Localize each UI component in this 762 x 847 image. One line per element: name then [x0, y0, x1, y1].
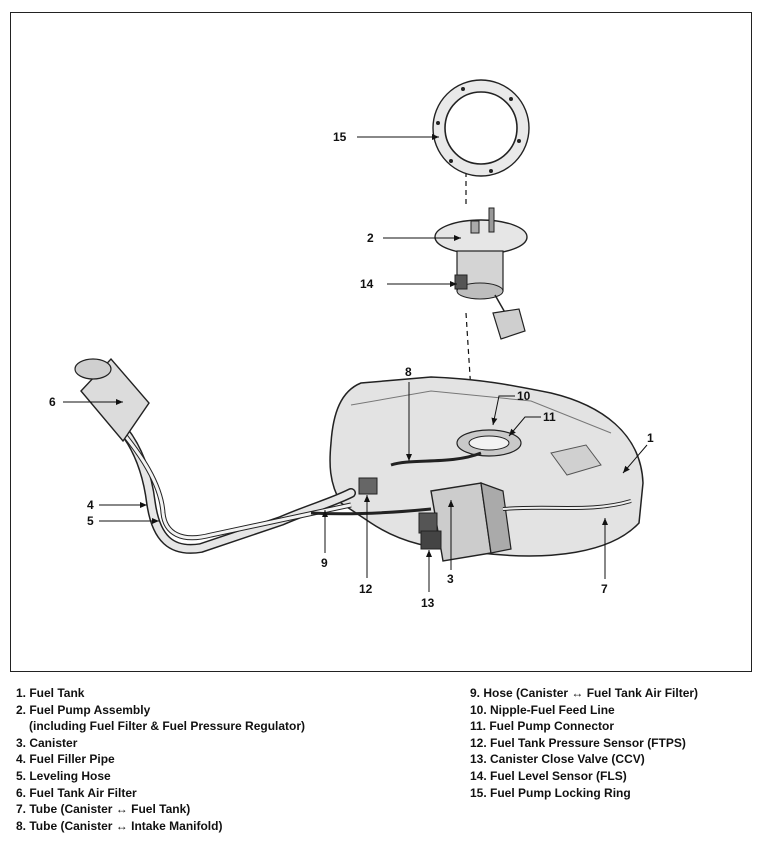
legend-item: 15. Fuel Pump Locking Ring [470, 785, 631, 800]
callout-3: 3 [447, 572, 454, 586]
leader-1 [622, 444, 648, 474]
legend-item: 8. Tube (Canister ↔ Intake Manifold) [16, 818, 223, 833]
legend-item: 13. Canister Close Valve (CCV) [470, 752, 645, 767]
callout-5: 5 [87, 514, 94, 528]
legend-left: 1. Fuel Tank 2. Fuel Pump Assembly (incl… [16, 685, 305, 834]
legend-item: 2. Fuel Pump Assembly [16, 702, 151, 717]
fuel-pump-locking-ring [432, 79, 530, 177]
fuel-system-diagram: 15 2 14 8 10 11 1 6 4 5 9 12 3 13 7 [49, 79, 654, 610]
fuel-tank-pressure-sensor [358, 477, 378, 495]
legend-item: 14. Fuel Level Sensor (FLS) [470, 768, 627, 783]
callout-1: 1 [647, 431, 654, 445]
callout-8: 8 [405, 365, 412, 379]
fuel-tank-air-filter [74, 357, 150, 443]
callout-11: 11 [543, 410, 556, 424]
fuel-filler-pipe [102, 408, 356, 554]
legend-item: 5. Leveling Hose [16, 768, 111, 783]
callout-12: 12 [359, 582, 373, 596]
callout-7: 7 [601, 582, 608, 596]
canister-close-valve [420, 530, 442, 550]
callout-13: 13 [421, 596, 435, 610]
legend-item: 10. Nipple-Fuel Feed Line [470, 702, 615, 717]
fuel-pump-assembly [434, 207, 528, 340]
tube-canister-fuel-tank-inner [502, 500, 632, 510]
legend-item: 6. Fuel Tank Air Filter [16, 785, 137, 800]
diagram-frame: 15 2 14 8 10 11 1 6 4 5 9 12 3 13 7 [10, 12, 752, 672]
legend-right: 9. Hose (Canister ↔ Fuel Tank Air Filter… [470, 685, 698, 801]
canister [418, 482, 512, 562]
callout-4: 4 [87, 498, 94, 512]
legend-item: 11. Fuel Pump Connector [470, 719, 615, 734]
tube-canister-intake-manifold [390, 451, 482, 467]
legend-item-note: (including Fuel Filter & Fuel Pressure R… [29, 719, 306, 734]
legend-item: 4. Fuel Filler Pipe [16, 752, 115, 767]
legend-item: 7. Tube (Canister ↔ Fuel Tank) [16, 802, 191, 817]
leader-11 [508, 416, 541, 437]
callout-14: 14 [360, 277, 374, 291]
callout-9: 9 [321, 556, 328, 570]
legend-item: 3. Canister [16, 735, 78, 750]
callout-6: 6 [49, 395, 56, 409]
callout-2: 2 [367, 231, 374, 245]
leader-10 [491, 395, 515, 426]
callout-15: 15 [333, 130, 347, 144]
callout-10: 10 [517, 389, 531, 403]
legend-item: 12. Fuel Tank Pressure Sensor (FTPS) [470, 735, 686, 750]
legend-item: 9. Hose (Canister ↔ Fuel Tank Air Filter… [470, 686, 699, 700]
legend-item: 1. Fuel Tank [16, 686, 85, 700]
